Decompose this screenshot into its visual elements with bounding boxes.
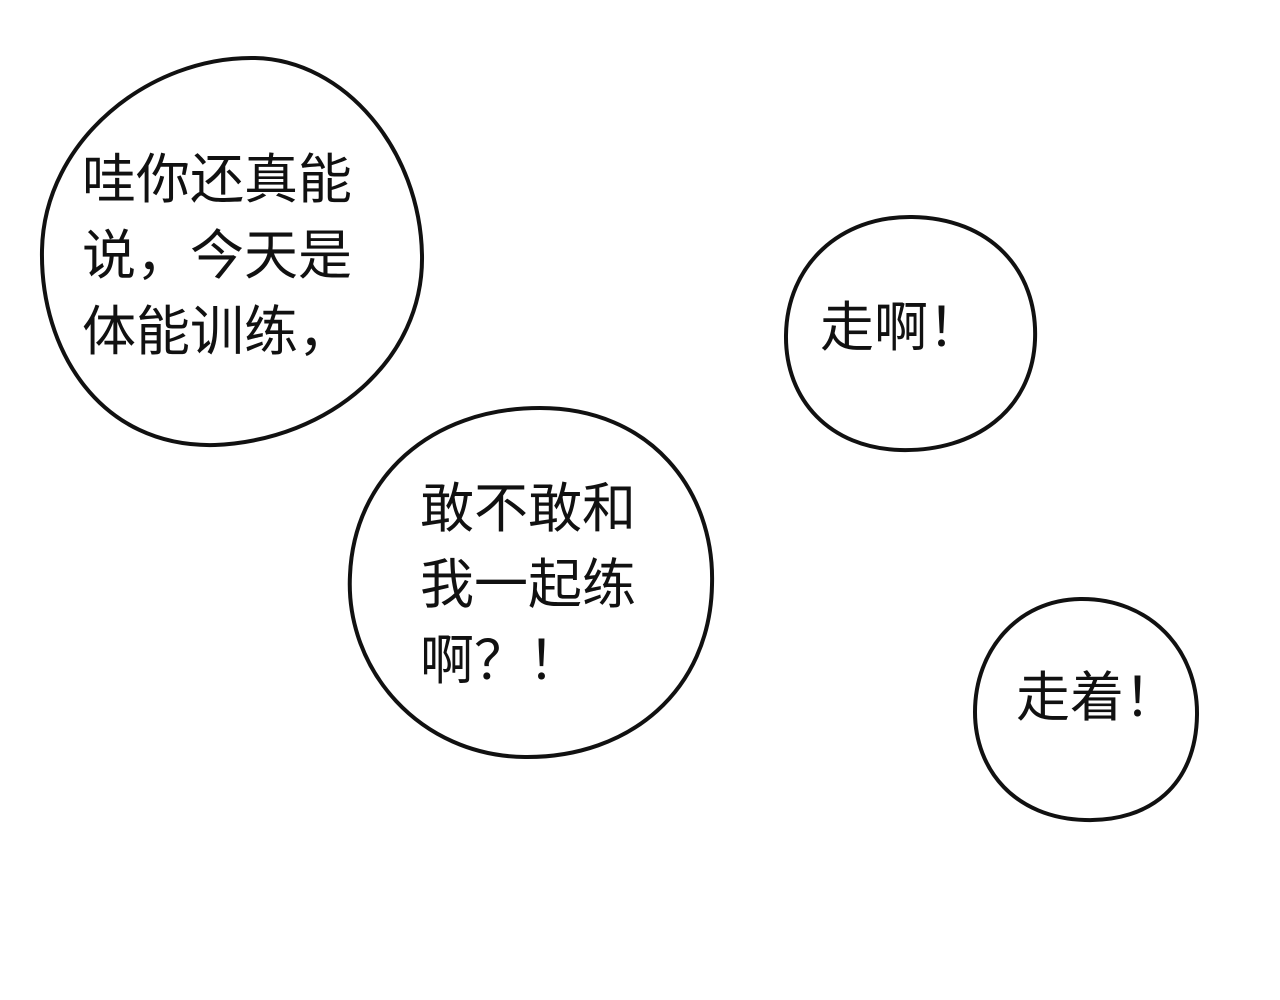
speech-bubble-3-text: 走啊！ — [820, 290, 982, 366]
dialogue-line: 走着！ — [1016, 666, 1178, 729]
speech-bubble-2-text: 敢不敢和 我一起练 啊？！ — [420, 471, 636, 699]
dialogue-line: 走啊！ — [820, 296, 982, 359]
speech-bubble-1-outline — [39, 55, 425, 448]
speech-bubble-1-text: 哇你还真能 说，今天是 体能训练， — [82, 142, 352, 370]
dialogue-line: 我一起练 — [420, 553, 636, 616]
dialogue-line: 说，今天是 — [82, 224, 352, 287]
speech-bubble-3-outline — [783, 214, 1038, 453]
dialogue-line: 体能训练， — [82, 300, 352, 363]
dialogue-line: 啊？！ — [420, 629, 582, 692]
speech-bubble-4-outline — [973, 596, 1200, 823]
dialogue-line: 哇你还真能 — [82, 148, 352, 211]
speech-bubble-2-outline — [347, 406, 715, 760]
dialogue-line: 敢不敢和 — [420, 477, 636, 540]
speech-bubble-4-text: 走着！ — [1016, 660, 1178, 736]
